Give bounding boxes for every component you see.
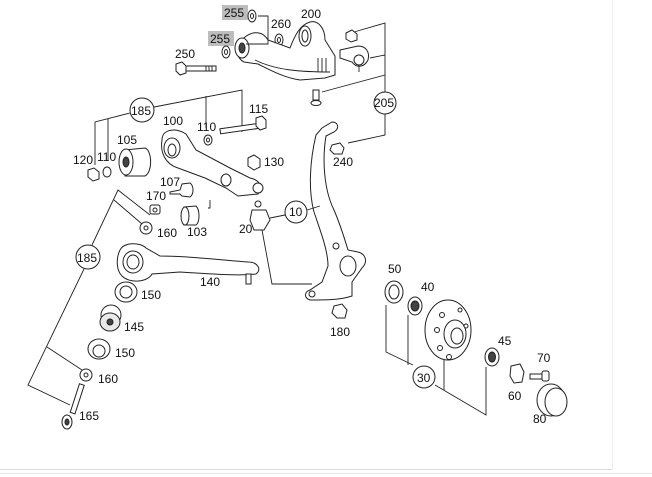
frame-bottom-edge-2 (0, 473, 652, 474)
part-label-250[interactable]: 250 (175, 47, 195, 61)
steering-knuckle-10[interactable] (305, 121, 366, 301)
part-label-260[interactable]: 260 (271, 17, 291, 31)
part-label-70[interactable]: 70 (537, 351, 551, 365)
bushing-107[interactable] (169, 182, 194, 198)
callout-circle-10[interactable] (284, 200, 308, 224)
part-label-highlight (208, 31, 234, 46)
part-label-150[interactable]: 150 (115, 346, 135, 360)
frame-bottom-edge (0, 469, 612, 470)
part-label-130[interactable]: 130 (264, 155, 284, 169)
nut-180[interactable] (331, 303, 348, 319)
part-label-185[interactable]: 185 (77, 251, 97, 265)
link-stud (245, 273, 252, 285)
ball-joint-20[interactable] (249, 209, 271, 231)
nut-120[interactable] (87, 167, 100, 182)
part-label-110[interactable]: 110 (197, 120, 216, 134)
part-label-140[interactable]: 140 (200, 275, 220, 289)
upper-control-arm-group: 255 255 260 200 250 (175, 5, 397, 144)
part-label-185[interactable]: 185 (131, 104, 151, 118)
callout-circle-185[interactable] (129, 97, 155, 123)
nut-240[interactable] (329, 142, 345, 155)
part-label-240[interactable]: 240 (333, 155, 353, 169)
part-label-205[interactable]: 205 (374, 96, 394, 110)
part-label-160[interactable]: 160 (98, 372, 118, 386)
transverse-link-140[interactable] (116, 243, 260, 282)
part-label-100[interactable]: 100 (163, 114, 183, 128)
part-label-115[interactable]: 115 (249, 102, 268, 116)
part-label-60[interactable]: 60 (508, 389, 522, 403)
part-label-120[interactable]: 120 (73, 153, 93, 167)
part-label-105[interactable]: 105 (117, 133, 137, 147)
part-label-45[interactable]: 45 (498, 334, 512, 348)
clamp-nut-60[interactable] (509, 363, 525, 384)
nut-130[interactable] (247, 154, 261, 171)
part-label-150[interactable]: 150 (141, 288, 161, 302)
screw-70[interactable] (529, 373, 543, 380)
steering-knuckle-group: 240 10 20 180 (239, 121, 366, 339)
transverse-link-group: 185 140 150 145 150 160 165 (27, 189, 260, 430)
lower-wishbone-group: 185 115 110 100 105 120 110 130 107 (73, 89, 284, 240)
part-label-107[interactable]: 107 (160, 175, 180, 189)
part-label-145[interactable]: 145 (124, 320, 144, 334)
nut-205[interactable] (345, 29, 358, 43)
screw[interactable] (312, 89, 320, 101)
bolt-115[interactable] (219, 122, 259, 135)
part-label-110[interactable]: 110 (97, 150, 116, 164)
ball-joint-205[interactable] (339, 45, 369, 67)
bolt-165[interactable] (69, 383, 85, 415)
bolt-250[interactable] (175, 61, 187, 76)
part-label-165[interactable]: 165 (79, 409, 99, 423)
part-label-10[interactable]: 10 (289, 205, 303, 219)
part-label-103[interactable]: 103 (187, 225, 207, 239)
part-label-200[interactable]: 200 (301, 7, 321, 21)
part-label-30[interactable]: 30 (417, 371, 431, 385)
part-label-highlight (222, 5, 248, 20)
part-label-170[interactable]: 170 (146, 189, 166, 203)
callout-circle-30[interactable] (412, 365, 436, 389)
part-label-80[interactable]: 80 (533, 412, 547, 426)
part-label-180[interactable]: 180 (330, 325, 350, 339)
wheel-hub-group: 50 40 45 30 60 70 (384, 262, 568, 426)
part-label-50[interactable]: 50 (388, 262, 402, 276)
part-label-20[interactable]: 20 (239, 222, 253, 236)
part-label-255[interactable]: 255 (210, 32, 230, 46)
callout-circle-185[interactable] (75, 244, 101, 270)
part-label-160[interactable]: 160 (157, 226, 177, 240)
part-label-255[interactable]: 255 (224, 6, 244, 20)
frame-right-edge (612, 0, 613, 470)
part-label-40[interactable]: 40 (421, 280, 435, 294)
washer-110[interactable] (102, 166, 112, 178)
